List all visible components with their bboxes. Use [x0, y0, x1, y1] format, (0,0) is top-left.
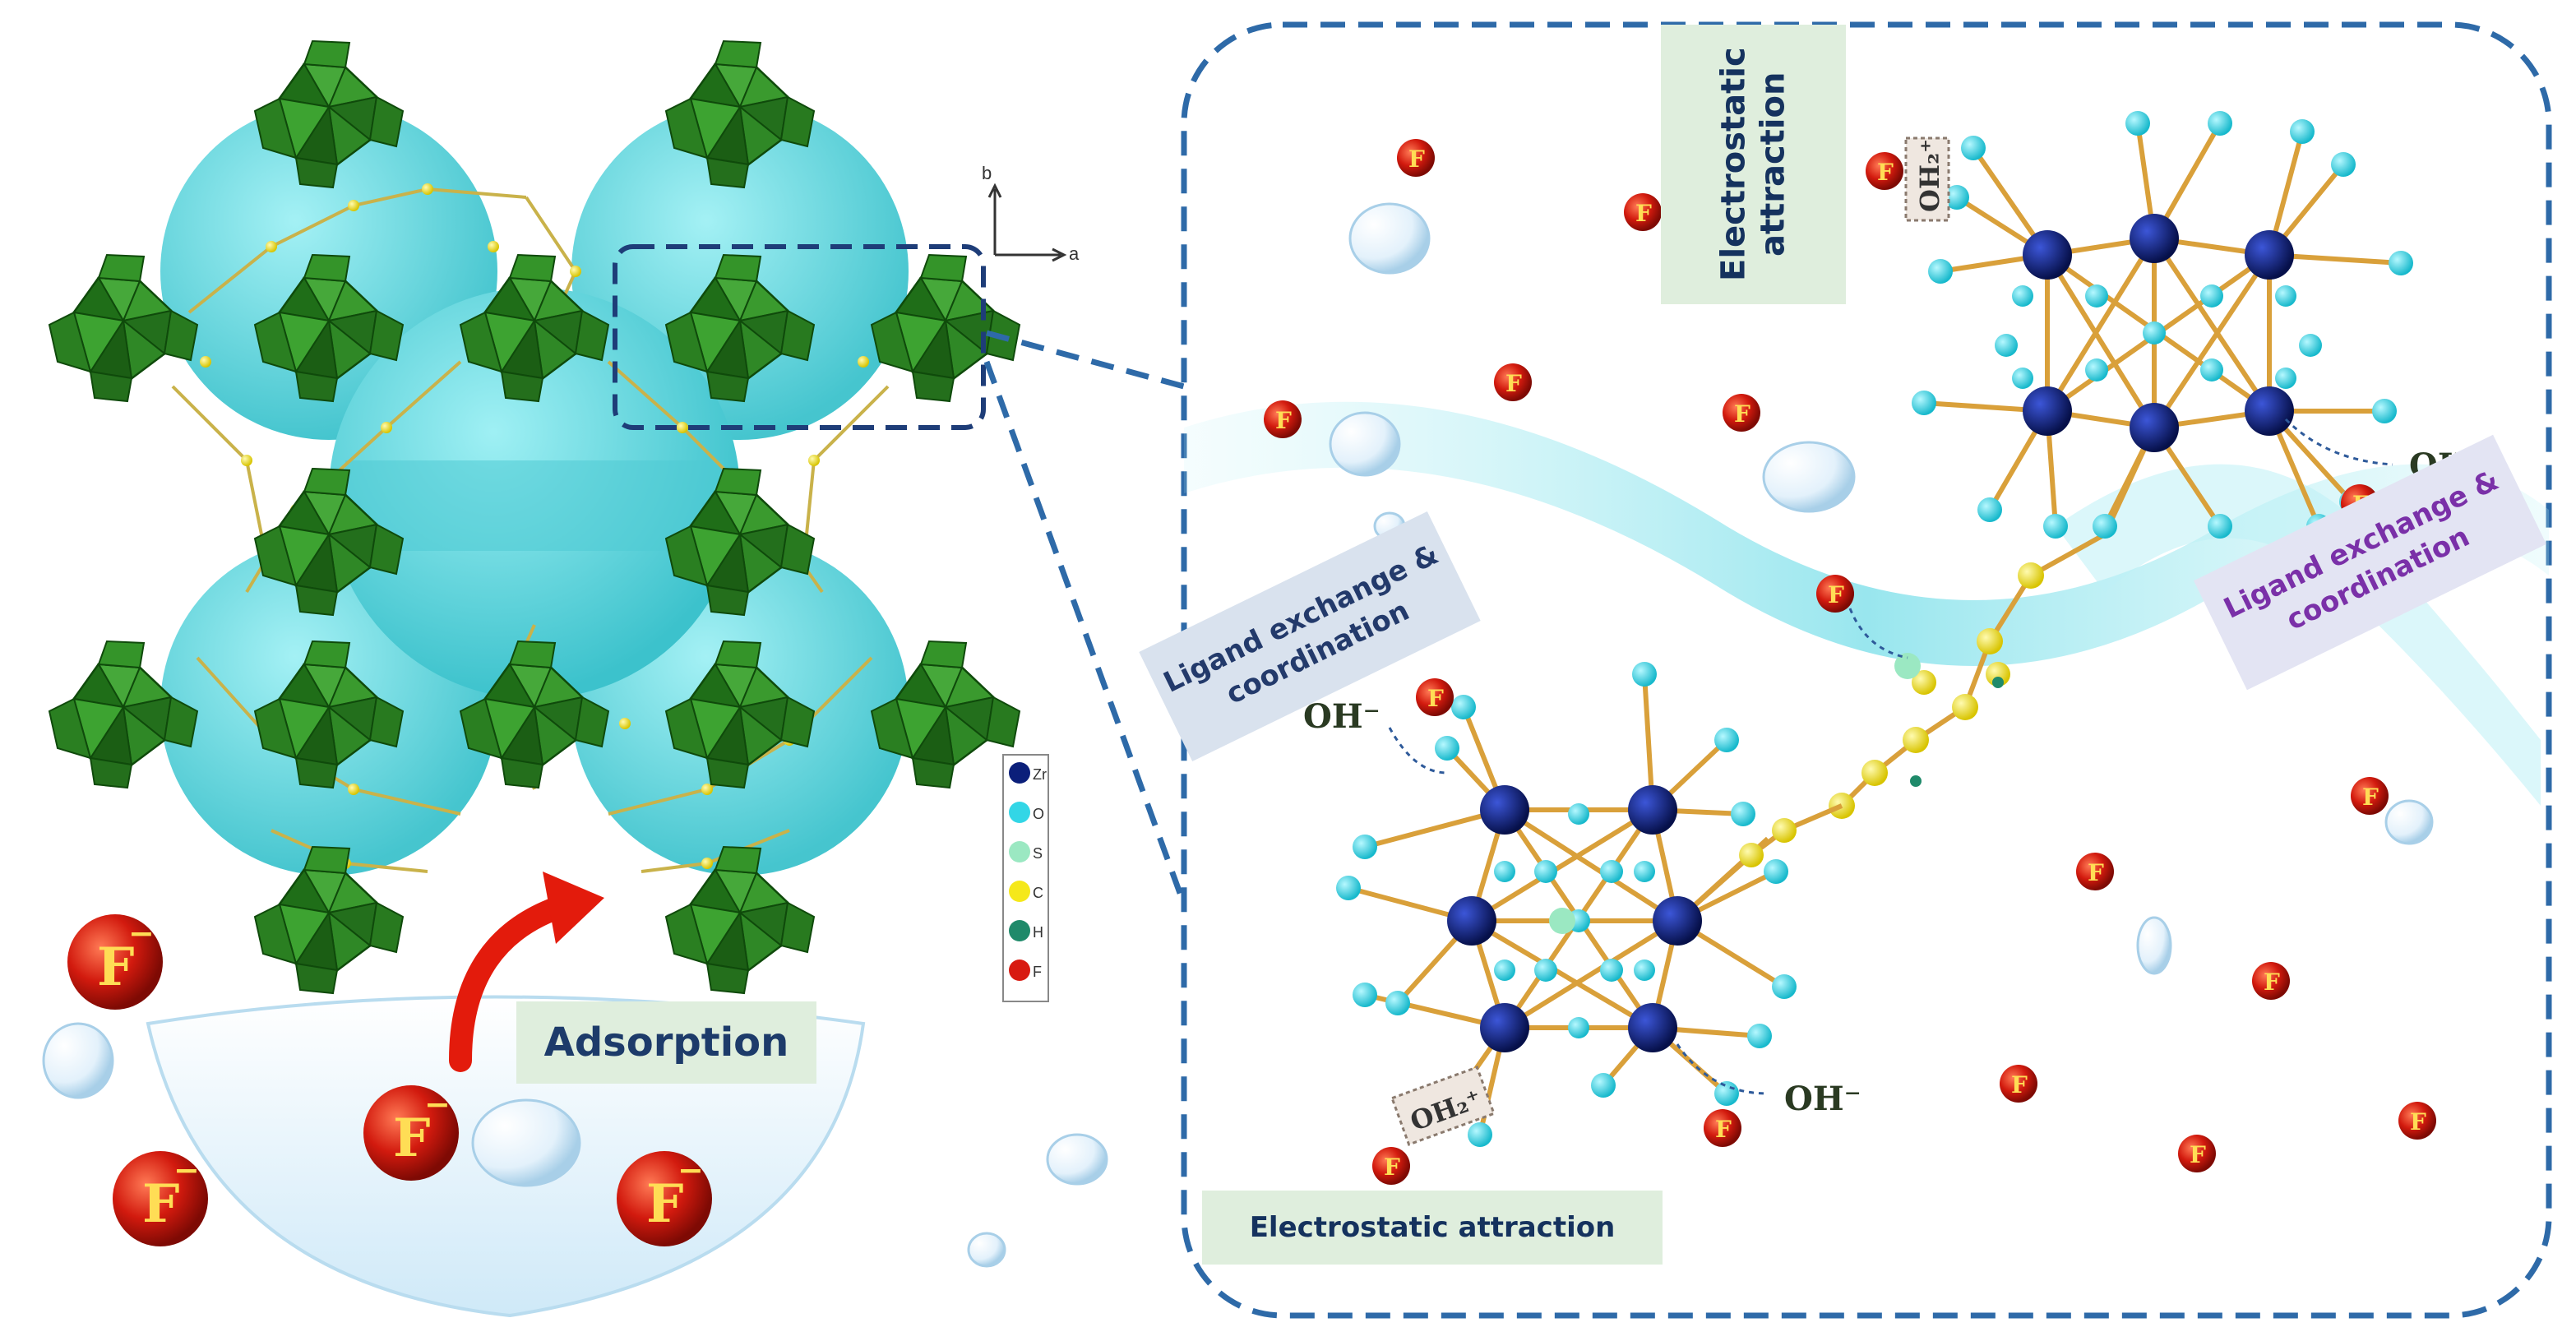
adsorption-arrow [449, 872, 604, 1072]
hydroxide-label-bottom: OH⁻ [1784, 1080, 1861, 1118]
fluoride-ion: F [1372, 1147, 1410, 1185]
hydroxide-label-left: OH⁻ [1303, 697, 1380, 736]
svg-text:F: F [1275, 407, 1292, 434]
fluoride-ion: F [1816, 575, 1854, 613]
svg-text:F: F [1427, 685, 1444, 712]
fluoride-ion: F [1866, 152, 1903, 190]
legend-f: F [1009, 960, 1042, 981]
adsorption-label: Adsorption [516, 1001, 816, 1084]
oh2-plus-bottom: OH₂⁺ [1390, 1066, 1496, 1146]
water-bubbles [967, 202, 2434, 1268]
svg-text:F: F [1408, 146, 1425, 173]
fluoride-ion: F [1264, 400, 1302, 438]
fluoride-ion: F [1494, 363, 1532, 401]
svg-text:OH₂⁺: OH₂⁺ [1914, 139, 1945, 212]
fluoride-ion: F − [113, 1151, 208, 1246]
fluoride-ion: F [1397, 139, 1435, 177]
electrostatic-label-bottom: Electrostatic attraction [1202, 1191, 1663, 1265]
svg-text:F: F [2088, 859, 2104, 886]
zr-cluster-top [1829, 111, 2413, 819]
svg-text:C: C [1033, 885, 1043, 901]
svg-text:F: F [1384, 1154, 1400, 1181]
legend-o: O [1009, 802, 1044, 823]
fluoride-ion: F − [67, 914, 163, 1010]
svg-text:F: F [97, 936, 134, 998]
fluoride-ion: F [2252, 962, 2290, 1000]
svg-text:F: F [646, 1173, 683, 1235]
fluoride-ion: F [1704, 1109, 1741, 1147]
fluoride-ion: F [2000, 1065, 2037, 1103]
svg-text:−: − [128, 915, 155, 951]
axis-b-label: b [982, 163, 992, 183]
atom-legend: Zr O S C H F [1002, 754, 1049, 1002]
svg-text:−: − [678, 1152, 704, 1188]
svg-text:F: F [142, 1173, 179, 1235]
svg-text:−: − [424, 1086, 451, 1122]
zoom-panel: F F F F F F F F F F F F F F F F F OH⁻ OH… [967, 21, 2552, 1319]
mof-framework [48, 39, 1021, 995]
fluoride-ion: F [2398, 1102, 2436, 1140]
svg-text:F: F [1635, 200, 1652, 227]
svg-text:F: F [393, 1107, 430, 1169]
svg-text:F: F [1734, 400, 1750, 428]
zr-cluster-bottom [1336, 662, 1843, 1147]
svg-text:F: F [2362, 784, 2379, 811]
svg-text:F: F [1715, 1116, 1732, 1143]
svg-text:F: F [1828, 581, 1844, 608]
svg-text:F: F [2011, 1071, 2028, 1098]
legend-c: C [1009, 881, 1043, 902]
electrostatic-label-top: Electrostatic attraction [1661, 25, 1846, 304]
svg-text:F: F [2264, 969, 2280, 996]
fluoride-ion: F [2178, 1135, 2216, 1172]
svg-text:F: F [2190, 1141, 2206, 1168]
zoom-highlight-box [613, 244, 986, 430]
legend-h: H [1009, 920, 1043, 941]
svg-text:Zr: Zr [1033, 766, 1047, 783]
fluoride-ion: F − [363, 1085, 459, 1181]
svg-text:H: H [1033, 924, 1043, 941]
oh2-plus-top: OH₂⁺ [1904, 136, 1950, 222]
fluoride-ion: F − [617, 1151, 712, 1246]
legend-zr: Zr [1009, 762, 1047, 784]
svg-text:F: F [1033, 964, 1042, 980]
zoom-connector-lines [983, 330, 1187, 906]
fluoride-ions-small: F F F F F F F F F F F F F F F F F [1264, 139, 2436, 1185]
svg-text:−: − [173, 1152, 200, 1188]
fluoride-ions-large: F − F − F − F − [67, 914, 712, 1246]
fluoride-ion: F [2076, 853, 2114, 890]
fluoride-ion: F [2351, 777, 2389, 815]
svg-text:F: F [1505, 370, 1522, 397]
svg-text:O: O [1033, 806, 1044, 822]
svg-text:F: F [1877, 159, 1894, 186]
fluoride-ion: F [1624, 193, 1662, 231]
crystal-axes [987, 183, 1067, 262]
fluoride-ion: F [1723, 394, 1760, 432]
reaction-arrows [1388, 418, 2393, 1095]
axis-a-label: a [1069, 243, 1080, 264]
legend-s: S [1009, 841, 1043, 862]
fluoride-ion: F [1416, 678, 1454, 716]
svg-text:S: S [1033, 845, 1043, 862]
svg-text:F: F [2410, 1108, 2426, 1135]
